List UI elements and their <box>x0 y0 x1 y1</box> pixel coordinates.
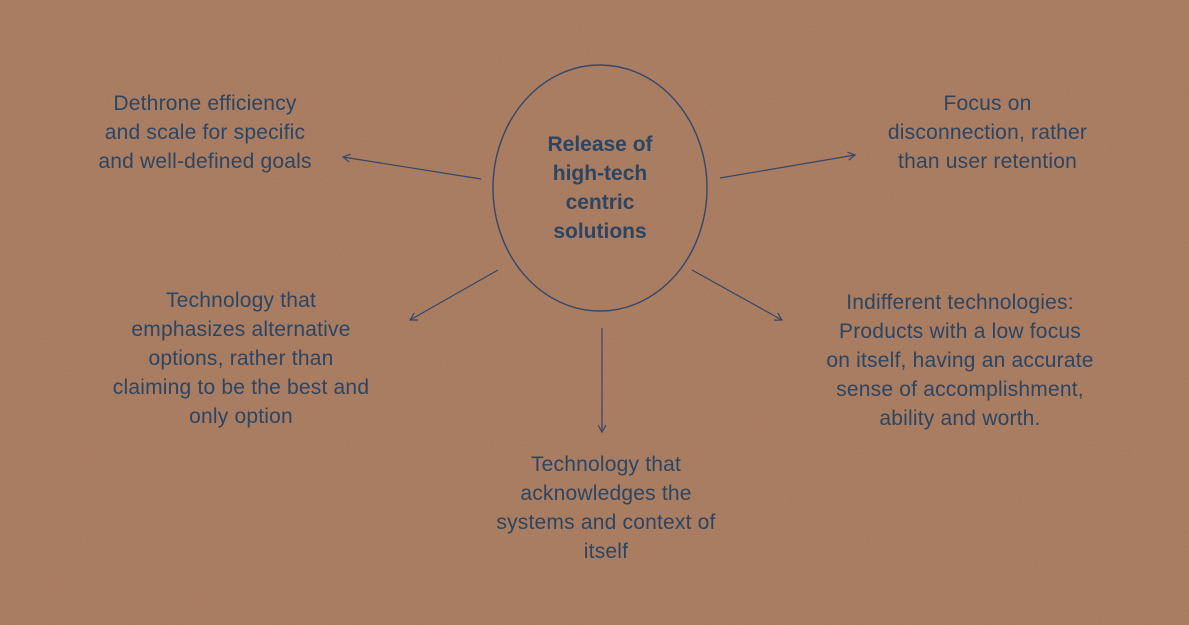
node-top-right: Focus on disconnection, rather than user… <box>887 92 1088 173</box>
node-middle-left: Technology that emphasizes alternative o… <box>112 289 370 428</box>
arrow-to-middle-left <box>408 269 499 321</box>
node-middle-right: Indifferent technologies: Products with … <box>826 291 1094 430</box>
arrow-to-top-right <box>719 151 857 179</box>
node-top-left: Dethrone efficiency and scale for specif… <box>98 92 312 173</box>
center-label: Release of high-tech centric solutions <box>547 133 653 243</box>
center-ellipse <box>492 64 708 312</box>
arrow-to-top-left <box>341 153 482 180</box>
arrow-to-middle-right <box>691 269 784 321</box>
node-bottom: Technology that acknowledges the systems… <box>496 453 716 563</box>
